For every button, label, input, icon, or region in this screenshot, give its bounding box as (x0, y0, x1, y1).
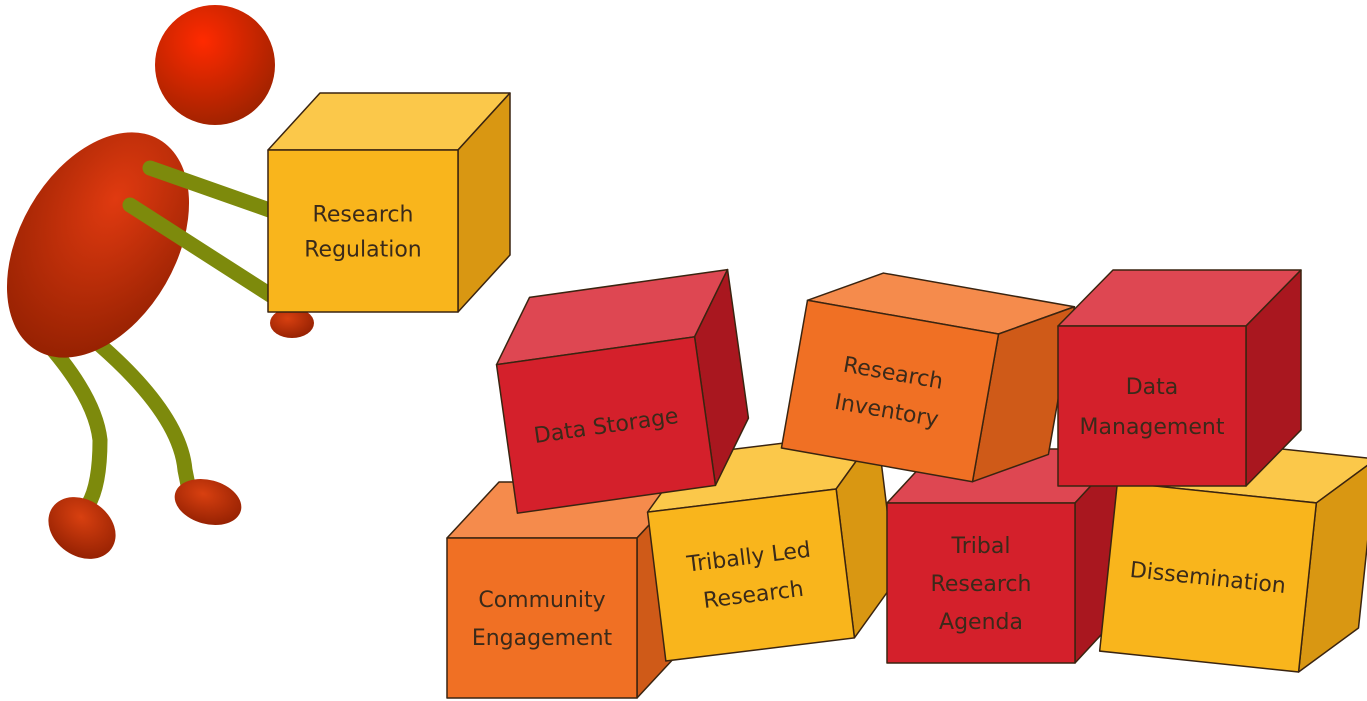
block-label-line: Management (1080, 415, 1225, 440)
figure-right-foot (174, 478, 242, 526)
figure-head (155, 5, 275, 125)
block-label-line: Regulation (304, 238, 421, 263)
figure-right-leg (92, 337, 198, 503)
block-label-line: Research (931, 572, 1032, 597)
block-front-face (1098, 481, 1318, 673)
block-front-face (267, 149, 459, 313)
block-front-face (646, 488, 856, 662)
figure-body (6, 132, 190, 358)
block-label-line: Data (1126, 375, 1179, 400)
block-front-face (1057, 325, 1247, 487)
block-label-line: Tribal (951, 534, 1011, 559)
block-label-line: Research (313, 203, 414, 228)
figure-left-foot (48, 497, 116, 559)
block-front-face (495, 336, 717, 514)
block-label-line: Engagement (472, 626, 613, 651)
stick-figure (6, 5, 314, 559)
block-front-face (886, 502, 1076, 664)
figure-left-leg (32, 327, 108, 513)
block-label-line: Community (478, 588, 605, 613)
figure-upper-arm (142, 160, 283, 220)
figure-hand (270, 308, 314, 338)
figure-lower-arm (122, 197, 283, 306)
block-data-storage: Data Storage (495, 268, 750, 514)
block-label-line: Agenda (939, 610, 1023, 635)
blocks-layer: ResearchRegulationCommunityEngagementTri… (267, 92, 1367, 699)
block-front-face (780, 299, 1000, 483)
block-front-face (446, 537, 638, 699)
